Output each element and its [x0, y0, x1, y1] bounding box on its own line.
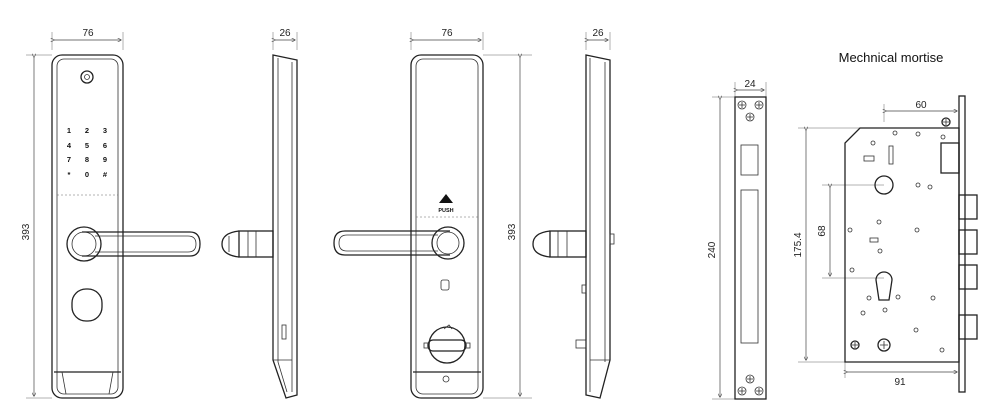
- mortise-height-label: 175.4: [793, 232, 804, 257]
- cylinder-hole: [875, 271, 893, 301]
- mortise-backset-label: 60: [915, 100, 927, 111]
- front-width-dimension: 76: [52, 28, 124, 50]
- key-3: 3: [103, 126, 107, 135]
- faceplate-height-label: 240: [707, 241, 718, 258]
- key-hash: #: [103, 170, 108, 179]
- key-8: 8: [85, 155, 89, 164]
- key-star: *: [68, 170, 71, 179]
- front-view: 76 393 1 2 3 4 5 6 7 8 9 * 0 #: [21, 28, 201, 399]
- key-override-icon: [442, 375, 450, 383]
- lock-indicator-icon: [440, 279, 450, 291]
- front-height-label: 393: [21, 223, 32, 240]
- faceplate-width-dimension: 24: [735, 79, 767, 97]
- key-1: 1: [67, 126, 71, 135]
- mortise-body: [844, 127, 960, 363]
- mortise-center-dimension: 68: [817, 185, 884, 279]
- side-view-right: 26: [532, 28, 615, 399]
- mortise-height-dimension: 175.4: [793, 128, 860, 363]
- front-height-dimension: 393: [21, 55, 52, 399]
- spindle-hole: [874, 175, 894, 195]
- mortise: Mechnical mortise 60 175.4 68 91: [793, 50, 978, 393]
- side1-depth-dimension: 26: [273, 28, 298, 50]
- back-height-dimension: 393: [483, 55, 532, 399]
- mortise-depth-label: 91: [894, 377, 906, 388]
- fingerprint-sensor-icon: [71, 288, 103, 322]
- thumb-turn-knob: [423, 324, 471, 364]
- front-width-label: 76: [82, 28, 94, 39]
- push-arrow-icon: [439, 194, 453, 203]
- back-panel-outline: [410, 54, 484, 399]
- back-width-dimension: 76: [411, 28, 484, 50]
- faceplate: 24 240: [707, 79, 767, 400]
- back-view: 76 393 PUSH: [333, 28, 532, 399]
- camera-icon: [80, 70, 94, 84]
- key-5: 5: [85, 141, 89, 150]
- key-2: 2: [85, 126, 89, 135]
- back-height-label: 393: [507, 223, 518, 240]
- keypad: 1 2 3 4 5 6 7 8 9 * 0 #: [67, 126, 108, 179]
- back-handle: [333, 226, 465, 260]
- push-label: PUSH: [438, 208, 453, 214]
- key-9: 9: [103, 155, 107, 164]
- faceplate-width-label: 24: [744, 79, 756, 90]
- side2-depth-label: 26: [592, 28, 604, 39]
- side1-handle: [221, 230, 274, 258]
- back-width-label: 76: [441, 28, 453, 39]
- mortise-title: Mechnical mortise: [839, 50, 944, 65]
- side2-handle: [532, 230, 587, 258]
- mortise-center-label: 68: [817, 225, 828, 237]
- side1-depth-label: 26: [279, 28, 291, 39]
- latch-bolt: [940, 142, 960, 174]
- side-view-left: 26: [221, 28, 298, 399]
- key-0: 0: [85, 170, 89, 179]
- faceplate-height-dimension: 240: [707, 97, 735, 400]
- mortise-depth-dimension: 91: [845, 362, 960, 388]
- mortise-faceplate: [958, 95, 966, 393]
- key-4: 4: [67, 141, 72, 150]
- side2-depth-dimension: 26: [586, 28, 611, 50]
- front-handle: [66, 226, 201, 262]
- key-7: 7: [67, 155, 71, 164]
- key-6: 6: [103, 141, 107, 150]
- front-panel-outline: [51, 54, 124, 399]
